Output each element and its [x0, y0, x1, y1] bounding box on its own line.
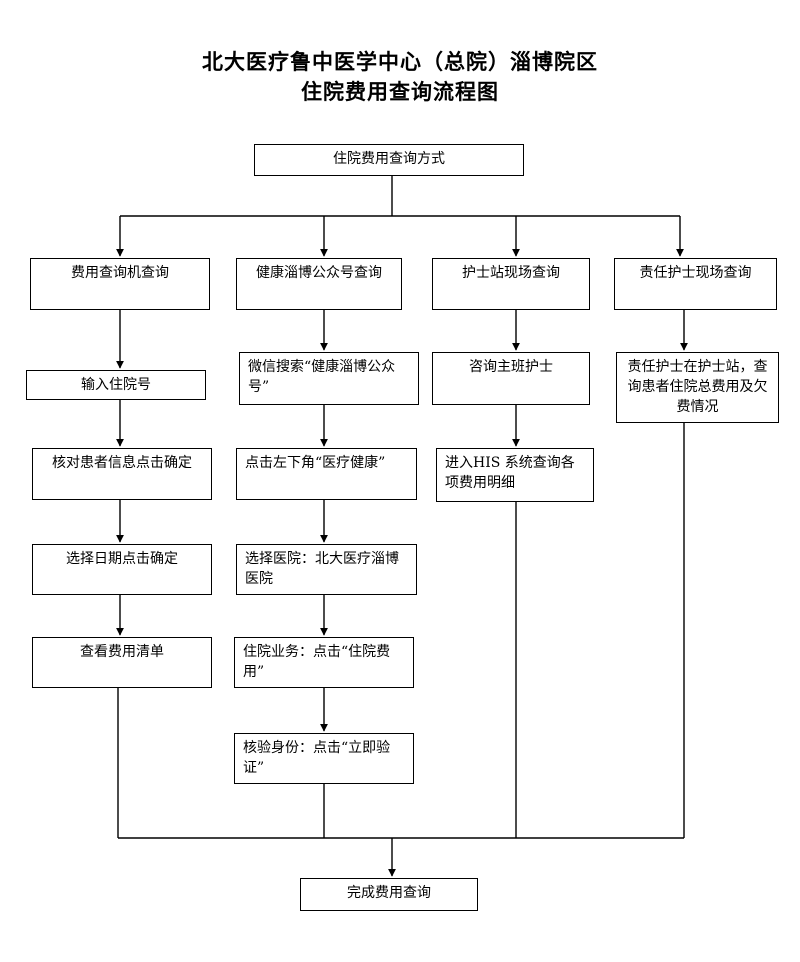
node-enter-admission-number: 输入住院号 [26, 370, 206, 400]
diagram-title: 北大医疗鲁中医学中心（总院）淄博院区 [202, 49, 598, 74]
node-select-hospital: 选择医院：北大医疗淄博医院 [236, 544, 417, 595]
node-wechat-search: 微信搜索“健康淄博公众号” [239, 352, 419, 405]
node-responsible-nurse-query: 责任护士现场查询 [614, 258, 777, 310]
node-consult-charge-nurse: 咨询主班护士 [432, 352, 590, 405]
diagram-subtitle: 住院费用查询流程图 [301, 79, 499, 104]
node-his-system-query: 进入HIS 系统查询各项费用明细 [436, 448, 594, 502]
end-node: 完成费用查询 [300, 878, 478, 911]
node-view-fee-list: 查看费用清单 [32, 637, 212, 688]
node-kiosk-query: 费用查询机查询 [30, 258, 210, 310]
node-inpatient-fees: 住院业务：点击“住院费用” [234, 637, 414, 688]
node-select-date: 选择日期点击确定 [32, 544, 212, 595]
node-click-medical-health: 点击左下角“医疗健康” [236, 448, 417, 500]
node-verify-identity: 核验身份：点击“立即验证” [234, 733, 414, 784]
node-nurse-station-query: 护士站现场查询 [432, 258, 590, 310]
node-wechat-account-query: 健康淄博公众号查询 [236, 258, 402, 310]
start-node: 住院费用查询方式 [254, 144, 524, 176]
node-verify-patient-info: 核对患者信息点击确定 [32, 448, 212, 500]
node-responsible-nurse-check: 责任护士在护士站，查询患者住院总费用及欠费情况 [616, 352, 779, 423]
